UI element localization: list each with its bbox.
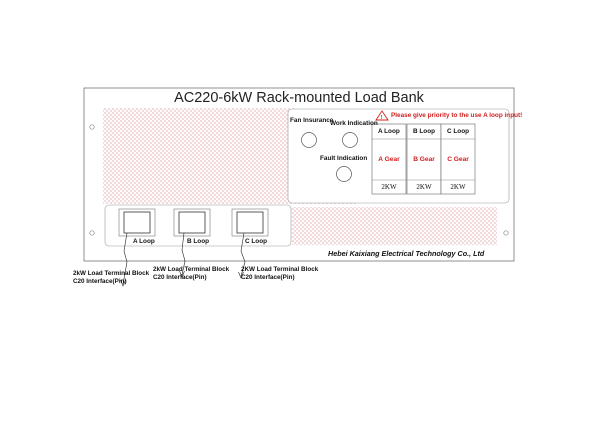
leader-line-a — [122, 232, 128, 285]
fan-insurance-indicator — [301, 132, 317, 148]
c-power-rating: 2KW — [450, 183, 466, 191]
terminal-c-c20-socket — [231, 208, 269, 237]
arrow-head-b — [179, 270, 185, 278]
panel-title: AC220-6kW Rack-mounted Load Bank — [174, 90, 424, 106]
terminal-a-c20-socket — [118, 208, 156, 237]
terminal-a-loop-label: A Loop — [133, 238, 155, 245]
switch-a-loop-label: A Loop — [378, 128, 400, 135]
switch-c-loop-label: C Loop — [447, 128, 470, 135]
terminal-a-note-line1: 2kW Load Terminal Block — [73, 270, 150, 277]
fault-indicator-lamp — [336, 166, 352, 182]
company-name: Hebei Kaixiang Electrical Technology Co.… — [328, 249, 485, 258]
work-indication-label: Work Indication — [330, 120, 378, 127]
b-gear-label: B Gear — [413, 156, 435, 163]
terminal-a-note: 2kW Load Terminal Block C20 Interface(Pi… — [73, 270, 149, 286]
a-gear-label: A Gear — [378, 156, 400, 163]
fan-insurance-label: Fan Insurance — [290, 117, 334, 124]
terminal-c-note-line2: C20 Interface(Pin) — [241, 274, 295, 281]
mounting-hole-top-left — [89, 124, 95, 130]
leader-line-b — [181, 232, 186, 276]
mounting-hole-bottom-right — [503, 230, 509, 236]
terminal-c-note-line1: 2KW Load Terminal Block — [241, 266, 319, 273]
priority-warning-text: Please give priority to the use A loop i… — [391, 112, 523, 119]
terminal-b-note-line2: C20 Interface(Pin) — [153, 274, 207, 281]
mounting-hole-bottom-left — [89, 230, 95, 236]
arrow-head-a — [120, 279, 126, 287]
b-power-rating: 2KW — [416, 183, 432, 191]
warning-icon-mark: ! — [381, 115, 383, 121]
switch-module-a — [371, 123, 407, 195]
terminal-c-loop-label: C Loop — [245, 238, 268, 245]
a-power-rating: 2KW — [381, 183, 397, 191]
terminal-b-c20-socket — [173, 208, 211, 237]
terminal-b-note-line1: 2kW Load Terminal Block — [153, 266, 230, 273]
warning-icon — [375, 110, 389, 121]
fault-indication-label: Fault Indication — [320, 155, 368, 162]
leader-line-c — [240, 232, 246, 277]
switch-b-loop-label: B Loop — [413, 128, 436, 135]
terminal-a-note-line2: C20 Interface(Pin) — [73, 278, 127, 285]
arrow-head-c — [238, 271, 244, 279]
terminal-b-loop-label: B Loop — [187, 238, 210, 245]
switch-module-c — [440, 123, 476, 195]
terminal-c-note: 2KW Load Terminal Block C20 Interface(Pi… — [241, 266, 318, 282]
switch-module-b — [406, 123, 442, 195]
c-gear-label: C Gear — [447, 156, 469, 163]
work-indicator-lamp — [342, 132, 358, 148]
lower-vent-grille — [292, 207, 497, 245]
terminal-b-note: 2kW Load Terminal Block C20 Interface(Pi… — [153, 266, 229, 282]
